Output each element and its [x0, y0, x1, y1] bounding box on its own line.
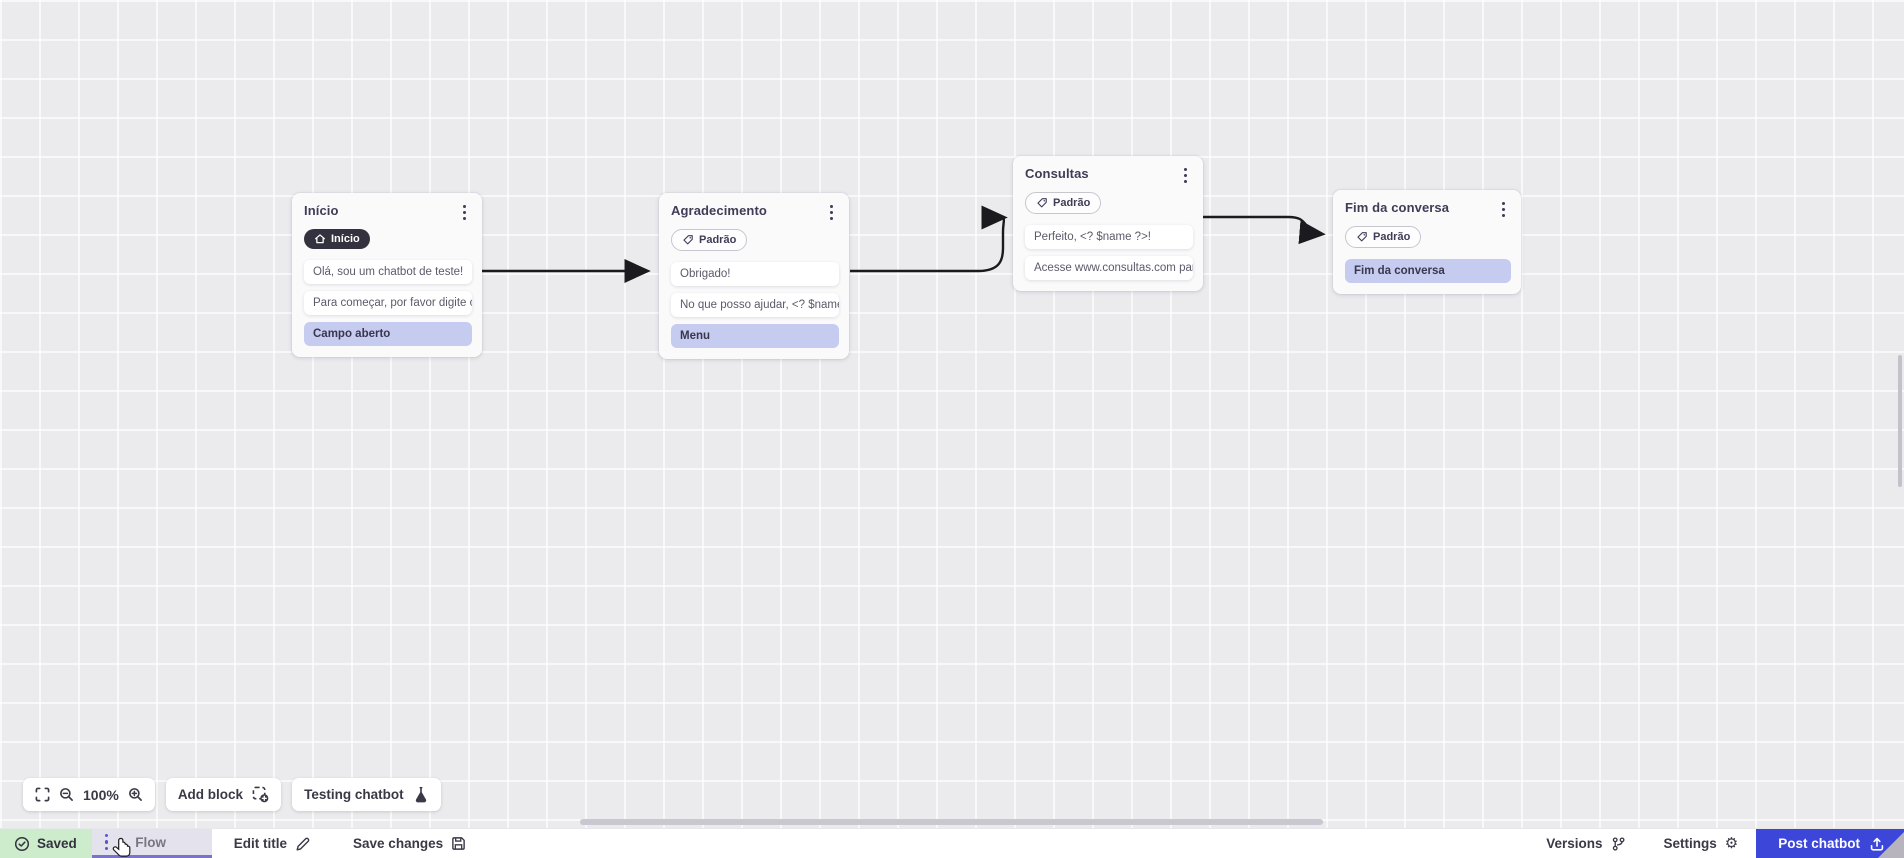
input-block[interactable]: Menu	[671, 324, 839, 348]
input-block[interactable]: Campo aberto	[304, 322, 472, 346]
node-type-badge: Padrão	[1345, 226, 1422, 248]
zoom-in-button[interactable]	[128, 787, 143, 802]
zoom-in-icon	[128, 788, 142, 801]
fit-screen-button[interactable]	[35, 787, 50, 802]
tag-icon	[1357, 232, 1367, 242]
node-type-badge: Início	[304, 229, 370, 249]
badge-label: Início	[331, 233, 360, 245]
vertical-scrollbar[interactable]	[1898, 355, 1902, 487]
home-icon	[315, 234, 325, 244]
node-menu-button[interactable]	[459, 203, 470, 222]
flow-node-consultas[interactable]: Consultas Padrão Perfeito, <? $name ?>! …	[1013, 156, 1203, 291]
save-icon	[452, 837, 465, 850]
node-title: Início	[304, 203, 339, 218]
save-changes-button[interactable]: Save changes	[327, 829, 482, 858]
testing-chatbot-label: Testing chatbot	[304, 787, 404, 802]
gear-icon: ⚙	[1724, 834, 1739, 852]
fit-screen-icon	[35, 787, 50, 802]
bottom-bar: Saved Flow Edit title Save changes Versi…	[0, 828, 1904, 858]
node-menu-button[interactable]	[826, 203, 837, 222]
saved-status: Saved	[0, 829, 92, 858]
edit-title-label: Edit title	[233, 836, 288, 851]
edit-title-button[interactable]: Edit title	[212, 829, 327, 858]
versions-button[interactable]: Versions	[1526, 829, 1645, 858]
message-block[interactable]: Para começar, por favor digite o ...	[304, 291, 472, 315]
save-changes-label: Save changes	[353, 836, 444, 851]
message-block[interactable]: No que posso ajudar, <? $name ...	[671, 293, 839, 317]
node-title: Consultas	[1025, 166, 1089, 181]
settings-label: Settings	[1663, 836, 1717, 851]
badge-label: Padrão	[699, 234, 737, 246]
badge-label: Padrão	[1373, 231, 1411, 243]
git-branch-icon	[1612, 836, 1625, 851]
message-block[interactable]: Perfeito, <? $name ?>!	[1025, 225, 1193, 249]
tag-icon	[683, 235, 693, 245]
zoom-level: 100%	[83, 786, 119, 803]
flow-tab-label: Flow	[135, 834, 167, 850]
add-block-label: Add block	[177, 787, 244, 802]
message-block[interactable]: Olá, sou um chatbot de teste!	[304, 260, 472, 284]
tag-icon	[1037, 198, 1047, 208]
node-menu-button[interactable]	[1498, 200, 1509, 219]
node-type-badge: Padrão	[1025, 192, 1102, 214]
flow-menu-icon[interactable]	[102, 833, 112, 851]
bottom-bar-right: Versions Settings ⚙ Post chatbot	[1526, 829, 1904, 858]
message-block[interactable]: Obrigado!	[671, 262, 839, 286]
end-block[interactable]: Fim da conversa	[1345, 259, 1511, 283]
node-header: Fim da conversa	[1345, 200, 1511, 219]
badge-label: Padrão	[1053, 197, 1091, 209]
check-circle-icon	[14, 836, 30, 851]
hand-cursor	[112, 837, 131, 857]
message-block[interactable]: Acesse www.consultas.com par...	[1025, 256, 1193, 280]
node-menu-button[interactable]	[1180, 166, 1191, 185]
post-chatbot-button[interactable]: Post chatbot	[1756, 829, 1904, 858]
node-title: Fim da conversa	[1345, 200, 1450, 215]
flow-node-agradecimento[interactable]: Agradecimento Padrão Obrigado! No que po…	[659, 193, 849, 359]
settings-button[interactable]: Settings ⚙	[1646, 829, 1757, 858]
node-header: Consultas	[1025, 166, 1193, 185]
add-block-icon	[252, 786, 269, 803]
zoom-out-button[interactable]	[59, 787, 74, 802]
versions-label: Versions	[1546, 836, 1603, 851]
zoom-out-icon	[60, 788, 73, 801]
node-title: Agradecimento	[671, 203, 767, 218]
tab-flow[interactable]: Flow	[91, 829, 212, 858]
node-header: Agradecimento	[671, 203, 839, 222]
flow-node-inicio[interactable]: Início Início Olá, sou um chatbot de tes…	[292, 193, 482, 357]
flow-node-fim-da-conversa[interactable]: Fim da conversa Padrão Fim da conversa	[1333, 190, 1521, 294]
add-block-button[interactable]: Add block	[165, 778, 282, 811]
pencil-icon	[296, 837, 310, 850]
horizontal-scrollbar[interactable]	[580, 819, 1323, 825]
node-header: Início	[304, 203, 472, 222]
flask-icon	[413, 786, 429, 803]
testing-chatbot-button[interactable]: Testing chatbot	[292, 778, 441, 811]
canvas-toolbar: 100% Add block Testing chatbot	[23, 778, 441, 811]
node-type-badge: Padrão	[671, 229, 748, 251]
post-chatbot-label: Post chatbot	[1778, 836, 1860, 851]
upload-icon	[1870, 837, 1884, 851]
saved-label: Saved	[37, 836, 77, 851]
zoom-controls: 100%	[23, 778, 155, 811]
